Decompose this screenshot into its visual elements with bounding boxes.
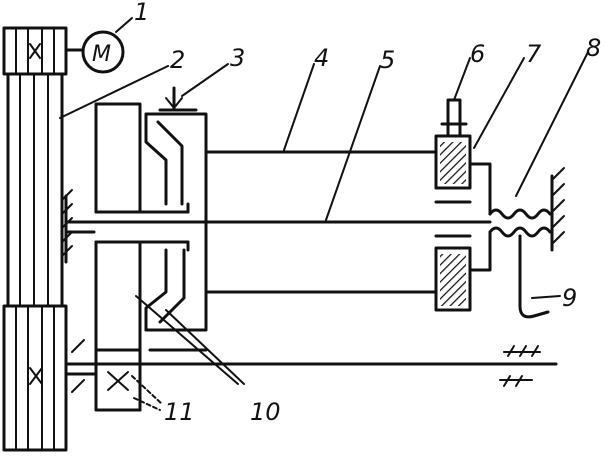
label-6: 6 — [470, 40, 485, 68]
label-8: 8 — [586, 34, 601, 62]
label-10: 10 — [250, 398, 281, 426]
leader-lines — [59, 17, 589, 411]
label-9: 9 — [562, 284, 577, 312]
motor: M — [64, 30, 125, 74]
upper-pulley — [2, 26, 68, 76]
label-4: 4 — [314, 44, 329, 72]
armature — [468, 162, 492, 272]
label-7: 7 — [526, 40, 542, 68]
lower-gear — [94, 348, 142, 412]
motor-symbol: M — [92, 42, 111, 67]
fixed-wall-right — [550, 167, 565, 252]
contact-spring — [518, 234, 550, 319]
label-3: 3 — [230, 44, 245, 72]
upper-coil — [434, 98, 472, 204]
central-shaft — [64, 220, 492, 234]
spring — [488, 208, 552, 238]
label-5: 5 — [380, 46, 395, 74]
lower-shaft — [64, 339, 558, 393]
part-labels: 1 2 3 4 5 6 7 8 9 10 11 — [134, 0, 601, 426]
belt — [6, 72, 64, 308]
lower-pulley — [2, 304, 68, 452]
lower-coil — [434, 234, 472, 312]
label-11: 11 — [164, 398, 195, 426]
brake-arrow — [158, 86, 198, 112]
fixed-support-left — [61, 189, 73, 264]
label-1: 1 — [134, 0, 149, 26]
label-2: 2 — [170, 46, 185, 74]
